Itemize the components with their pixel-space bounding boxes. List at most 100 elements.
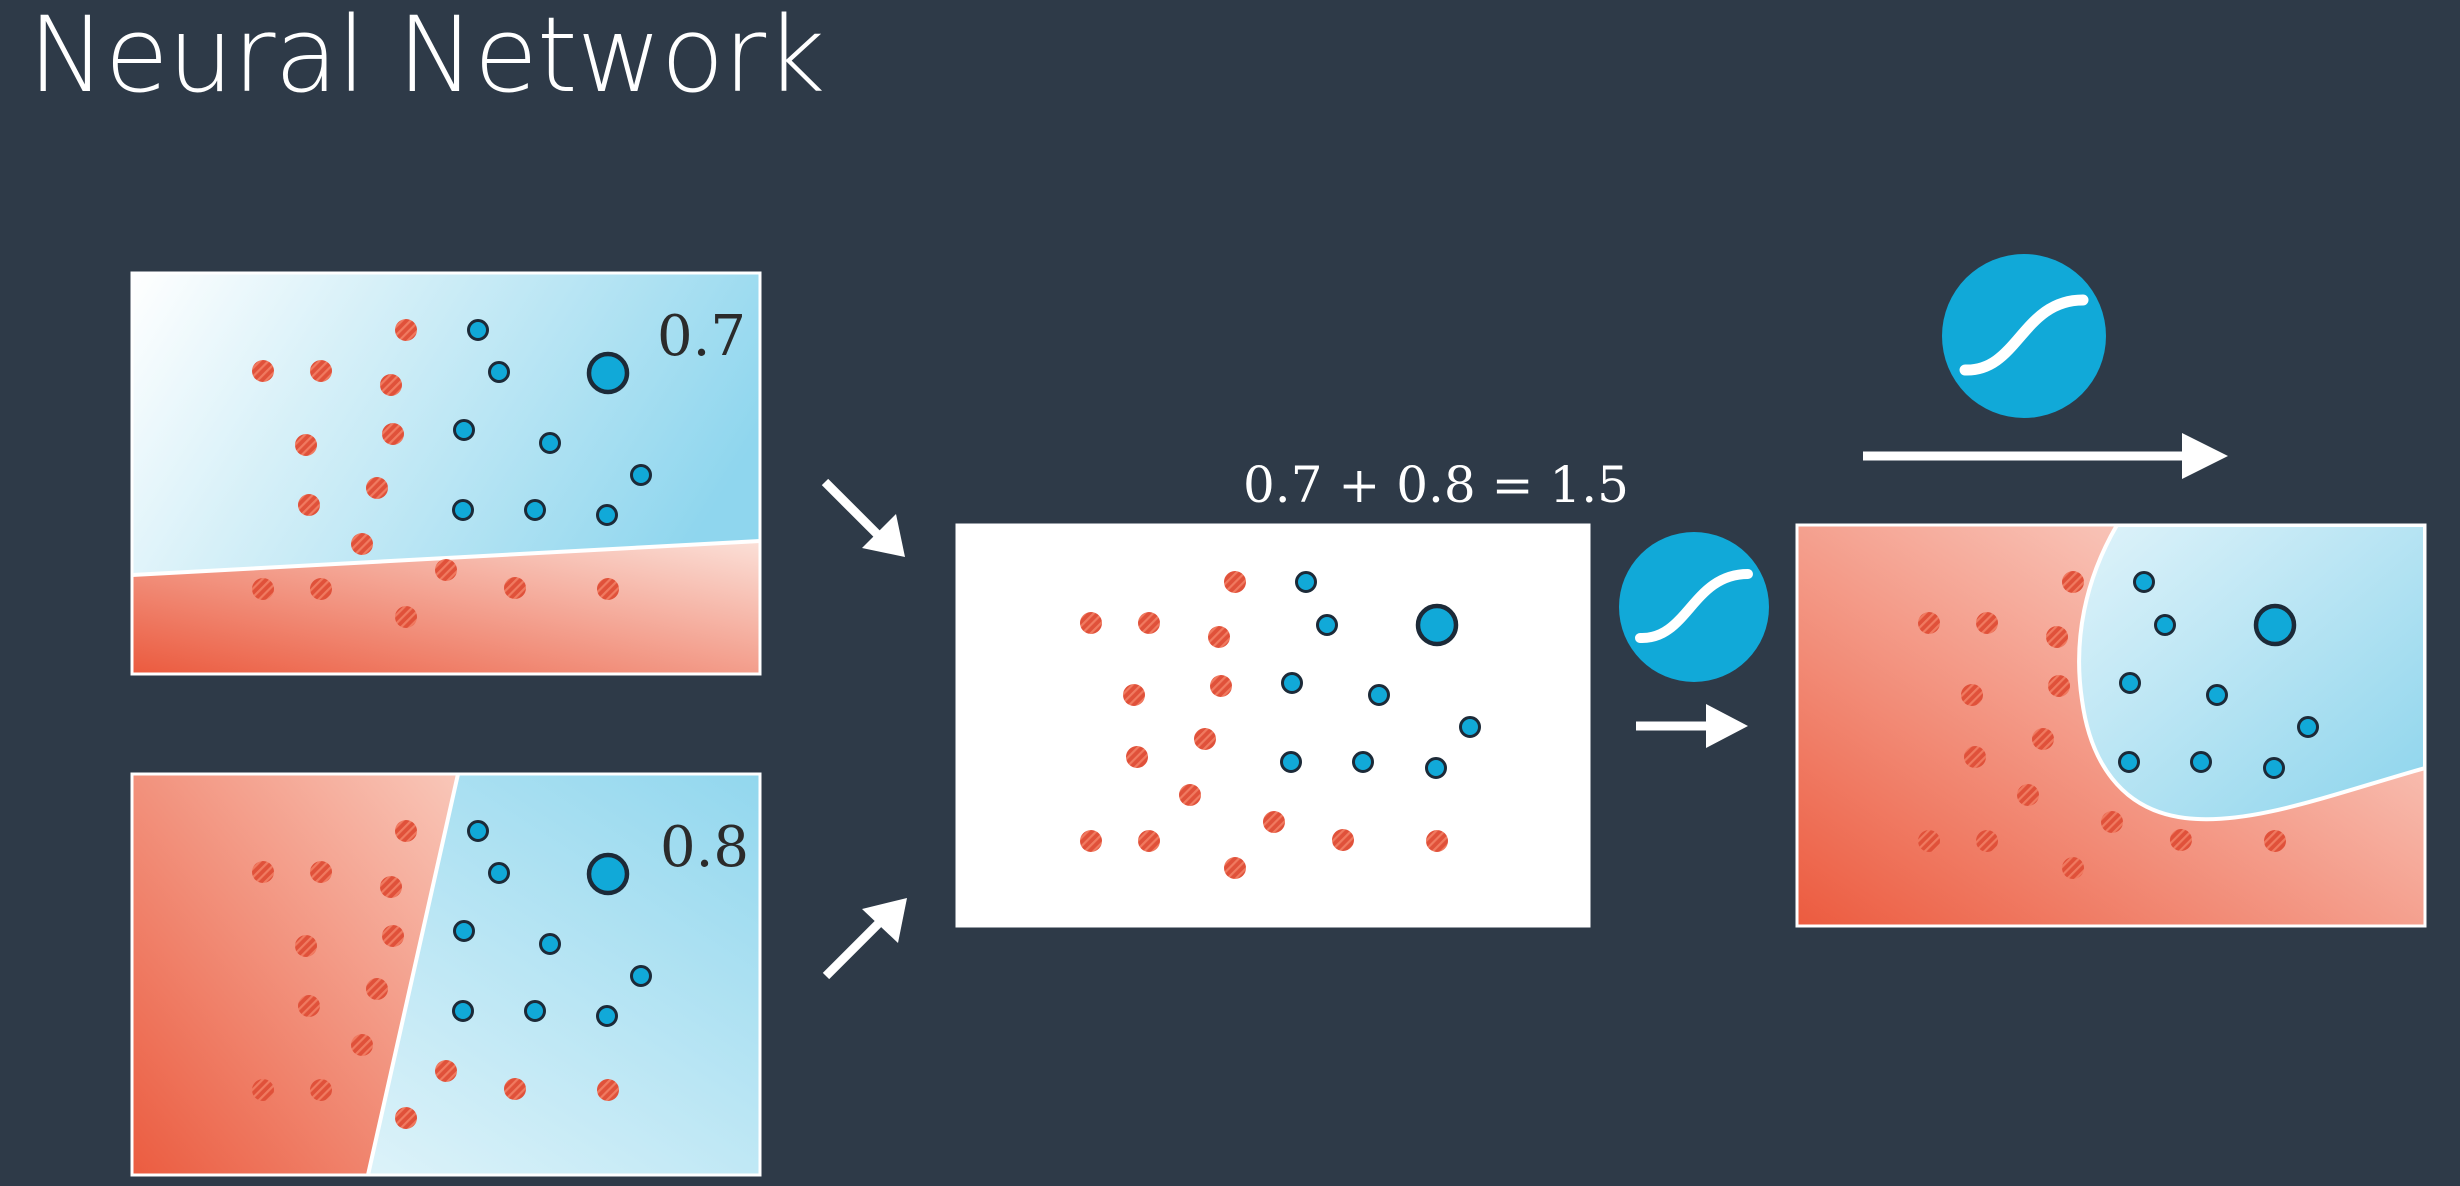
red-point bbox=[1918, 612, 1940, 634]
red-point bbox=[252, 1079, 274, 1101]
model-a-value: 0.7 bbox=[657, 304, 746, 369]
red-point bbox=[395, 820, 417, 842]
red-point bbox=[310, 861, 332, 883]
blue-points bbox=[452, 820, 652, 1027]
blue-point bbox=[539, 933, 561, 955]
red-point bbox=[1179, 784, 1201, 806]
red-point bbox=[1918, 830, 1940, 852]
combined-panel bbox=[955, 523, 1591, 928]
blue-point bbox=[524, 1000, 546, 1022]
red-point bbox=[2048, 675, 2070, 697]
blue-point bbox=[452, 499, 474, 521]
red-point bbox=[435, 559, 457, 581]
blue-point bbox=[630, 464, 652, 486]
blue-point bbox=[1352, 751, 1374, 773]
query-point bbox=[2253, 603, 2297, 647]
red-point bbox=[1123, 684, 1145, 706]
red-point bbox=[380, 374, 402, 396]
blue-point bbox=[1425, 757, 1447, 779]
combination-equation: 0.7 + 0.8 = 1.5 bbox=[1243, 456, 1629, 514]
red-points bbox=[252, 820, 619, 1129]
blue-point bbox=[539, 432, 561, 454]
blue-point bbox=[488, 862, 510, 884]
red-point bbox=[395, 606, 417, 628]
red-point bbox=[2032, 728, 2054, 750]
red-point bbox=[2264, 830, 2286, 852]
red-point bbox=[2017, 784, 2039, 806]
red-point bbox=[252, 360, 274, 382]
red-point bbox=[1138, 830, 1160, 852]
blue-point bbox=[2206, 684, 2228, 706]
blue-point bbox=[524, 499, 546, 521]
blue-point bbox=[1316, 614, 1338, 636]
red-point bbox=[380, 876, 402, 898]
blue-region bbox=[2077, 525, 2425, 822]
red-point bbox=[1194, 728, 1216, 750]
blue-point bbox=[630, 965, 652, 987]
blue-point bbox=[596, 504, 618, 526]
red-point bbox=[597, 578, 619, 600]
blue-points bbox=[1280, 571, 1481, 779]
red-point bbox=[1138, 612, 1160, 634]
blue-point bbox=[1368, 684, 1390, 706]
red-point bbox=[504, 577, 526, 599]
red-point bbox=[1332, 829, 1354, 851]
red-point bbox=[2046, 626, 2068, 648]
red-point bbox=[351, 533, 373, 555]
red-point bbox=[1208, 626, 1230, 648]
blue-point bbox=[596, 1005, 618, 1027]
decision-boundary bbox=[366, 774, 460, 1175]
red-point bbox=[1976, 612, 1998, 634]
red-point bbox=[1224, 571, 1246, 593]
blue-point bbox=[2118, 751, 2140, 773]
red-point bbox=[1961, 684, 1983, 706]
red-point bbox=[351, 1034, 373, 1056]
red-region bbox=[132, 541, 760, 674]
red-point bbox=[1426, 830, 1448, 852]
red-point bbox=[2170, 829, 2192, 851]
model-b-value: 0.8 bbox=[660, 815, 749, 880]
red-point bbox=[2101, 811, 2123, 833]
red-point bbox=[382, 423, 404, 445]
red-points bbox=[1080, 571, 1448, 879]
model-b-panel: 0.8 bbox=[130, 772, 762, 1177]
red-point bbox=[298, 995, 320, 1017]
red-point bbox=[252, 578, 274, 600]
blue-point bbox=[1295, 571, 1317, 593]
red-point bbox=[395, 319, 417, 341]
red-point bbox=[1080, 830, 1102, 852]
blue-point bbox=[467, 820, 489, 842]
blue-point bbox=[467, 319, 489, 341]
decision-boundary bbox=[132, 539, 760, 577]
red-point bbox=[252, 861, 274, 883]
blue-point bbox=[488, 361, 510, 383]
blue-points bbox=[452, 319, 652, 526]
red-point bbox=[310, 1079, 332, 1101]
query-point bbox=[586, 351, 630, 395]
blue-point bbox=[453, 920, 475, 942]
red-point bbox=[298, 494, 320, 516]
blue-point bbox=[1459, 716, 1481, 738]
blue-point bbox=[2119, 672, 2141, 694]
arrow-up-right-icon bbox=[822, 898, 907, 980]
sigmoid-icon bbox=[1942, 254, 2106, 418]
red-point bbox=[504, 1078, 526, 1100]
red-point bbox=[395, 1107, 417, 1129]
arrow-right-icon bbox=[1863, 433, 2228, 479]
red-point bbox=[1080, 612, 1102, 634]
blue-point bbox=[2154, 614, 2176, 636]
red-point bbox=[1964, 746, 1986, 768]
blue-point bbox=[2190, 751, 2212, 773]
red-point bbox=[310, 360, 332, 382]
query-point bbox=[586, 852, 630, 896]
blue-points bbox=[2118, 571, 2319, 779]
blue-point bbox=[1281, 672, 1303, 694]
red-point bbox=[1976, 830, 1998, 852]
blue-point bbox=[2133, 571, 2155, 593]
red-point bbox=[295, 935, 317, 957]
blue-point bbox=[2263, 757, 2285, 779]
red-points bbox=[1918, 571, 2286, 879]
red-point bbox=[366, 477, 388, 499]
red-point bbox=[382, 925, 404, 947]
